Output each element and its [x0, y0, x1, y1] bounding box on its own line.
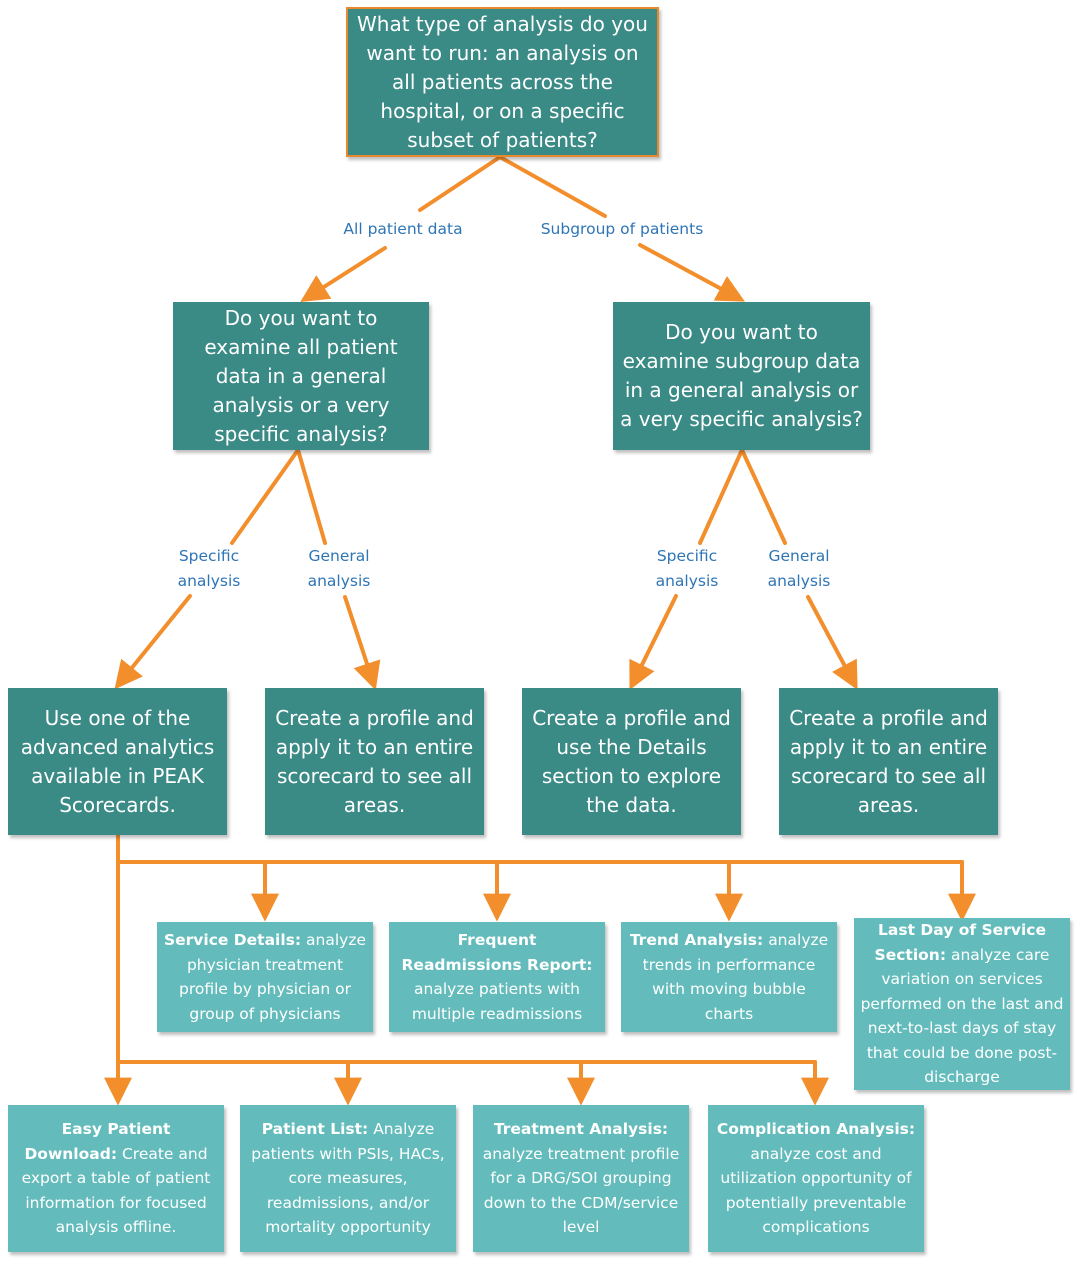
edge-label-all-specific-text: Specific analysis [177, 547, 241, 590]
connector-sub-general-a [740, 448, 787, 545]
question-subgroup-box: Do you want to examine subgroup data in … [613, 302, 870, 450]
edge-label-all-general-text: General analysis [307, 547, 371, 590]
edge-label-all-specific: Specific analysis [164, 544, 254, 593]
outcome-sub-specific-box: Create a profile and use the Details sec… [522, 688, 741, 835]
edge-label-sub-general-text: General analysis [767, 547, 831, 590]
outcome-sub-general-box: Create a profile and apply it to an enti… [779, 688, 998, 835]
outcome-sub-specific-text: Create a profile and use the Details sec… [532, 705, 731, 817]
analytic-frequent-readmissions-title: Frequent Readmissions Report: [401, 931, 593, 974]
connector-all-specific-a [230, 448, 300, 545]
outcome-all-general-text: Create a profile and apply it to an enti… [275, 705, 474, 817]
analytic-patient-list-desc: Analyze patients with PSIs, HACs, core m… [251, 1120, 445, 1237]
question-subgroup-text: Do you want to examine subgroup data in … [620, 320, 863, 431]
branch-label-all-patient-data: All patient data [343, 220, 463, 238]
analytic-patient-list-box: Patient List: Analyze patients with PSIs… [240, 1105, 456, 1252]
root-question-box: What type of analysis do you want to run… [346, 7, 659, 157]
analytic-trend-analysis-title: Trend Analysis: [629, 931, 764, 949]
analytic-service-details-box: Service Details: analyze physician treat… [157, 922, 373, 1032]
analytic-complication-analysis-title: Complication Analysis: [716, 1120, 916, 1139]
analytic-service-details-title: Service Details: [163, 931, 302, 949]
analytic-last-day-of-service-title: Last Day of Service Section: [874, 921, 1046, 964]
question-all-patients-text: Do you want to examine all patient data … [204, 305, 398, 446]
outcome-all-general-box: Create a profile and apply it to an enti… [265, 688, 484, 835]
analytic-patient-list-title: Patient List: [261, 1120, 369, 1139]
analytic-trend-analysis-desc: analyze trends in performance with movin… [642, 931, 829, 1023]
analytic-easy-patient-download-desc: Create and export a table of patient inf… [21, 1144, 211, 1237]
root-question-text: What type of analysis do you want to run… [357, 11, 648, 152]
connector-root-all-b [300, 246, 387, 303]
branch-label-subgroup: Subgroup of patients [540, 220, 704, 238]
edge-label-sub-specific-text: Specific analysis [655, 547, 719, 590]
analytic-treatment-analysis-box: Treatment Analysis: analyze treatment pr… [473, 1105, 689, 1252]
analytic-trend-analysis-box: Trend Analysis: analyze trends in perfor… [621, 922, 837, 1032]
analytic-treatment-analysis-title: Treatment Analysis: [493, 1120, 669, 1139]
connector-all-general-b [343, 595, 381, 691]
outcome-advanced-analytics-box: Use one of the advanced analytics availa… [8, 688, 227, 835]
analytic-easy-patient-download-title: Easy Patient Download: [24, 1120, 171, 1163]
edge-label-sub-general: General analysis [755, 544, 843, 593]
analytic-last-day-of-service-desc: analyze care variation on services perfo… [860, 945, 1064, 1087]
connector-sub-specific-a [698, 448, 744, 545]
edge-label-all-general: General analysis [295, 544, 383, 593]
analytic-service-details-desc: analyze physician treatment profile by p… [179, 931, 367, 1023]
analytic-easy-patient-download-box: Easy Patient Download: Create and export… [8, 1105, 224, 1252]
connector-root-sub-a [498, 155, 607, 218]
connector-all-general-a [296, 448, 327, 545]
edge-label-sub-specific: Specific analysis [642, 544, 732, 593]
connector-sub-specific-b [629, 594, 678, 691]
outcome-sub-general-text: Create a profile and apply it to an enti… [789, 705, 988, 817]
analytic-complication-analysis-box: Complication Analysis: analyze cost and … [708, 1105, 924, 1252]
question-all-patients-box: Do you want to examine all patient data … [173, 302, 429, 450]
connector-root-sub-b [638, 243, 745, 302]
connector-root-all-a [418, 155, 502, 212]
analytic-frequent-readmissions-box: Frequent Readmissions Report: analyze pa… [389, 922, 605, 1032]
connector-all-specific-b [114, 594, 192, 690]
analytic-frequent-readmissions-desc: analyze patients with multiple readmissi… [411, 980, 583, 1023]
analytic-treatment-analysis-desc: analyze treatment profile for a DRG/SOI … [482, 1144, 680, 1237]
connector-sub-general-b [806, 595, 858, 690]
analytic-complication-analysis-desc: analyze cost and utilization opportunity… [720, 1144, 912, 1237]
outcome-advanced-analytics-text: Use one of the advanced analytics availa… [20, 705, 215, 817]
analytic-last-day-of-service-box: Last Day of Service Section: analyze car… [854, 918, 1070, 1090]
